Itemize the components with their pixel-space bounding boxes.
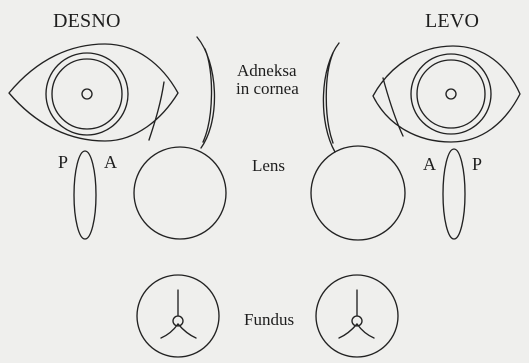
left-fundus xyxy=(316,275,398,357)
right-iris-outer xyxy=(46,53,128,135)
right-iris-inner xyxy=(52,59,122,129)
left-lens-side-profile xyxy=(443,149,465,239)
right-fundus-vessel-left xyxy=(161,324,178,338)
left-fundus-vessel-left xyxy=(339,324,357,338)
right-lens-side-profile xyxy=(74,151,96,239)
left-iris-inner xyxy=(417,60,485,128)
left-pupil xyxy=(446,89,456,99)
right-eye-caruncle xyxy=(149,82,164,140)
right-fundus xyxy=(137,275,219,357)
left-cornea-profile xyxy=(323,43,339,152)
right-fundus-vessel-right xyxy=(178,324,196,338)
left-lens-front-circle xyxy=(311,146,405,240)
left-eye-external xyxy=(373,46,520,142)
right-cornea-profile xyxy=(197,37,214,148)
left-iris-outer xyxy=(411,54,491,134)
right-pupil xyxy=(82,89,92,99)
right-eye-external xyxy=(9,44,178,141)
left-fundus-vessel-right xyxy=(357,324,374,338)
right-lens-front-circle xyxy=(134,147,226,239)
